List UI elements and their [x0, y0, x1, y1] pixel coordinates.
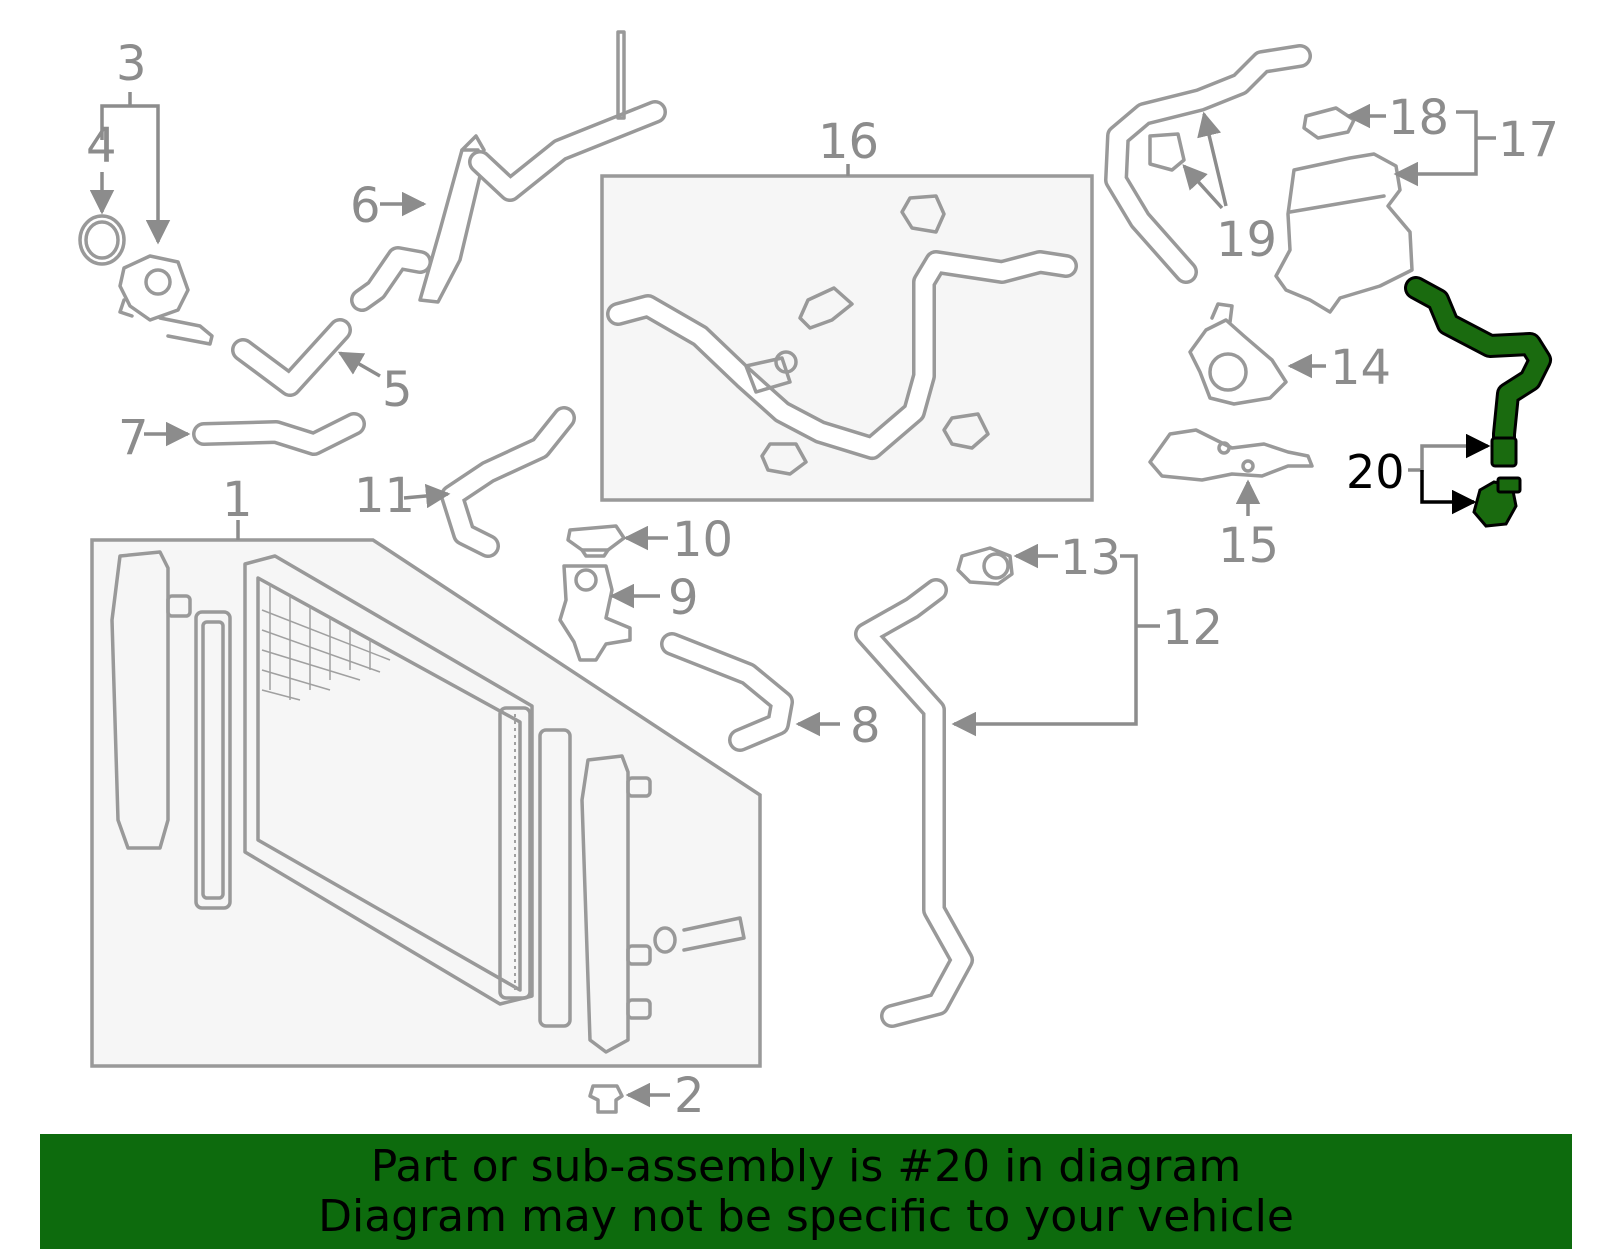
- hose-7: [144, 412, 366, 456]
- label-11: 11: [354, 468, 415, 524]
- hose-5: [231, 318, 381, 397]
- pump-14: [1188, 302, 1326, 406]
- label-8: 8: [850, 698, 881, 754]
- thermostat-group: [78, 92, 214, 346]
- label-1: 1: [222, 472, 253, 528]
- label-9: 9: [668, 570, 699, 626]
- hose-assembly-16: [600, 164, 1094, 502]
- label-6: 6: [350, 178, 381, 234]
- hose-19: [1104, 44, 1312, 284]
- part-info-banner: Part or sub-assembly is #20 in diagram D…: [40, 1134, 1572, 1249]
- label-20: 20: [1346, 445, 1405, 499]
- label-19: 19: [1216, 212, 1277, 268]
- label-12: 12: [1162, 600, 1223, 656]
- valve-9: [558, 564, 660, 662]
- label-17: 17: [1498, 112, 1559, 168]
- bracket-15: [1148, 428, 1314, 516]
- water-pipe-6: [350, 30, 667, 312]
- callout-labels: 1 2 3 4 5 6 7 8 9 10 11 12 13 14 15 16 1…: [86, 36, 1559, 1124]
- label-13: 13: [1060, 530, 1121, 586]
- hose-20-highlighted: [1404, 276, 1552, 528]
- cap-10: [566, 524, 668, 558]
- label-7: 7: [118, 410, 149, 466]
- drain-plug: [588, 1082, 670, 1114]
- label-3: 3: [116, 36, 147, 92]
- label-14: 14: [1330, 340, 1391, 396]
- label-5: 5: [382, 362, 413, 418]
- reservoir-17: [1274, 103, 1496, 314]
- label-18: 18: [1388, 90, 1449, 146]
- banner-line-2: Diagram may not be specific to your vehi…: [318, 1190, 1294, 1242]
- banner-line-1: Part or sub-assembly is #20 in diagram: [370, 1140, 1242, 1192]
- label-2: 2: [674, 1068, 705, 1124]
- hose-12: [854, 543, 1160, 1028]
- label-4: 4: [86, 118, 117, 174]
- label-15: 15: [1218, 518, 1279, 574]
- radiator-assembly: [90, 520, 762, 1068]
- core-mesh: [261, 585, 391, 701]
- highlight-hose-fill: [1407, 279, 1549, 459]
- hose-8: [660, 632, 840, 752]
- hose-11: [403, 406, 576, 558]
- label-16: 16: [818, 114, 879, 170]
- label-10: 10: [672, 512, 733, 568]
